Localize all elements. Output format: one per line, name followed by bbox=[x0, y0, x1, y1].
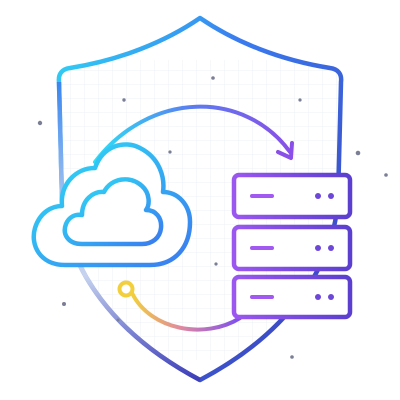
server-unit-2 bbox=[231, 224, 353, 272]
return-connector-arc bbox=[130, 291, 242, 332]
server-unit-3 bbox=[231, 274, 353, 320]
cloud-icon bbox=[31, 142, 193, 268]
server-unit-1 bbox=[231, 172, 353, 220]
connector-node-icon bbox=[117, 280, 135, 298]
server-stack-icon bbox=[231, 172, 353, 320]
sync-arrow-arc bbox=[93, 104, 292, 164]
arrow-head-icon bbox=[276, 141, 294, 160]
